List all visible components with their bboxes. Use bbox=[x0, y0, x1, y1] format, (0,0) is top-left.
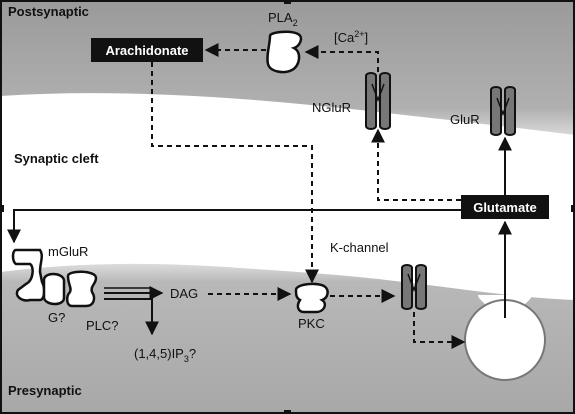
arrow-arachidonate-to-pkc bbox=[151, 62, 319, 284]
frame-mark-right bbox=[571, 205, 575, 212]
arachidonate-box: Arachidonate bbox=[91, 38, 203, 62]
mgluR-receptor-icon bbox=[11, 248, 46, 302]
k-channel-icon bbox=[401, 264, 427, 310]
calcium-label: [Ca2+] bbox=[334, 29, 368, 45]
arrow-glutamate-to-ngluR bbox=[371, 128, 461, 201]
frame-mark-top bbox=[284, 0, 291, 4]
ngluR-channel-icon bbox=[365, 72, 391, 130]
dag-label: DAG bbox=[170, 286, 198, 301]
glutamate-box: Glutamate bbox=[461, 195, 549, 219]
g-protein-label: G? bbox=[48, 310, 65, 325]
presynaptic-label: Presynaptic bbox=[8, 383, 82, 398]
synaptic-cleft-label: Synaptic cleft bbox=[14, 151, 99, 166]
gluR-channel-icon bbox=[490, 86, 516, 136]
frame-mark-bottom bbox=[284, 410, 291, 414]
plc-enzyme-icon bbox=[66, 270, 98, 308]
k-channel-label: K-channel bbox=[330, 240, 389, 255]
g-protein-icon bbox=[42, 272, 66, 306]
pla2-label: PLA2 bbox=[268, 10, 298, 28]
plc-label: PLC? bbox=[86, 318, 119, 333]
glutamate-label: Glutamate bbox=[473, 200, 537, 215]
pla2-enzyme-icon bbox=[266, 30, 303, 74]
pkc-enzyme-icon bbox=[294, 282, 329, 314]
gluR-label: GluR bbox=[450, 112, 480, 127]
postsynaptic-label: Postsynaptic bbox=[8, 4, 89, 19]
frame-mark-left bbox=[0, 205, 4, 212]
presynaptic-region bbox=[0, 263, 575, 414]
plc-bracket-line bbox=[104, 298, 159, 336]
arrow-glutamate-to-mgluR bbox=[7, 209, 461, 244]
arrow-kchannel-to-vesicle bbox=[413, 312, 466, 349]
mgluR-label: mGluR bbox=[48, 244, 88, 259]
arrow-ca-to-pla2 bbox=[304, 45, 379, 72]
ip3-label: (1,4,5)IP3? bbox=[134, 346, 196, 364]
pkc-label: PKC bbox=[298, 316, 325, 331]
ngluR-label: NGluR bbox=[312, 100, 351, 115]
arachidonate-label: Arachidonate bbox=[105, 43, 188, 58]
